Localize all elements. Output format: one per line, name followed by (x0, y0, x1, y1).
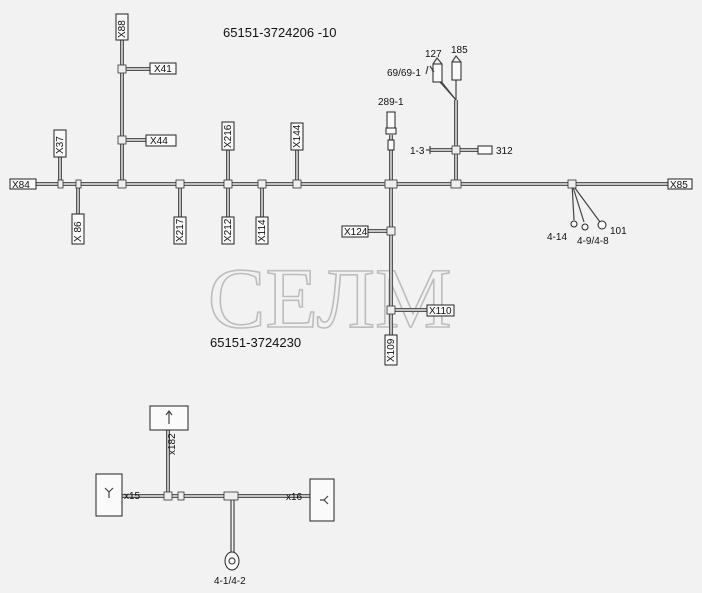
label-4-9: 4-9/4-8 (577, 236, 609, 247)
svg-text:X 86: X 86 (73, 221, 84, 242)
svg-text:x16: x16 (286, 492, 303, 503)
connector-x84: X84 (9, 178, 37, 191)
block-x182 (149, 405, 189, 431)
svg-text:X109: X109 (386, 338, 397, 362)
connector-x37: X37 (53, 129, 67, 158)
connector-x110: X110 (426, 304, 455, 317)
connector-x16: x16 (286, 492, 303, 503)
label-185: 185 (451, 45, 468, 56)
device-4-1 (224, 551, 240, 571)
svg-text:X88: X88 (117, 20, 128, 38)
connector-x41: X41 (149, 62, 177, 75)
svg-text:X216: X216 (223, 124, 234, 148)
svg-text:X110: X110 (429, 306, 452, 317)
connector-x88: X88 (115, 13, 129, 41)
watermark-text: СЕЛМ (208, 250, 452, 346)
connector-x114: X114 (255, 216, 269, 245)
device-185 (451, 54, 462, 81)
label-312: 312 (496, 146, 513, 157)
label-69: 69/69-1 (387, 68, 421, 79)
device-312 (477, 145, 493, 155)
block-x16 (309, 478, 335, 522)
connector-x109: X109 (384, 334, 398, 366)
connector-x44: X44 (145, 134, 177, 147)
connector-x144: X144 (290, 122, 304, 151)
connector-x124: X124 (341, 225, 369, 238)
svg-text:x182: x182 (167, 433, 178, 455)
connector-x182: x182 (167, 433, 178, 455)
svg-text:x15: x15 (124, 491, 141, 502)
connector-x85: X85 (667, 178, 693, 191)
svg-text:X44: X44 (150, 136, 168, 147)
label-4-1: 4-1/4-2 (214, 576, 246, 587)
device-289-1 (385, 111, 397, 151)
connector-x15: x15 (124, 491, 141, 502)
harness-bottom-title: 65151-3724230 (210, 335, 301, 350)
svg-text:X114: X114 (257, 219, 268, 242)
device-101 (597, 220, 607, 230)
bottom-harness-wires (122, 430, 310, 553)
svg-text:X124: X124 (344, 227, 368, 238)
svg-text:X37: X37 (55, 136, 66, 154)
label-101: 101 (610, 226, 627, 237)
trunk-junctions (57, 64, 577, 315)
connector-x212: X212 (221, 216, 235, 245)
svg-text:X212: X212 (223, 218, 234, 242)
svg-text:X144: X144 (292, 124, 303, 148)
device-4-9 (581, 223, 589, 231)
svg-text:X85: X85 (670, 180, 688, 191)
top-harness-wires (36, 40, 668, 335)
svg-text:X41: X41 (154, 64, 172, 75)
block-x15 (95, 473, 123, 517)
label-127: 127 (425, 49, 442, 60)
connector-x216: X216 (221, 121, 235, 151)
harness-top-title: 65151-3724206 -10 (223, 25, 337, 40)
svg-text:X84: X84 (12, 180, 30, 191)
label-4-14: 4-14 (547, 232, 567, 243)
connector-x86: X 86 (71, 213, 85, 245)
device-127 (432, 56, 443, 83)
device-69 (425, 65, 435, 75)
label-289-1: 289-1 (378, 97, 404, 108)
device-4-14 (570, 220, 578, 228)
device-leads (431, 69, 601, 223)
label-1-3: 1-3 (410, 146, 425, 157)
svg-text:X217: X217 (175, 218, 186, 242)
device-1-3 (426, 146, 431, 154)
connector-x217: X217 (173, 216, 187, 245)
